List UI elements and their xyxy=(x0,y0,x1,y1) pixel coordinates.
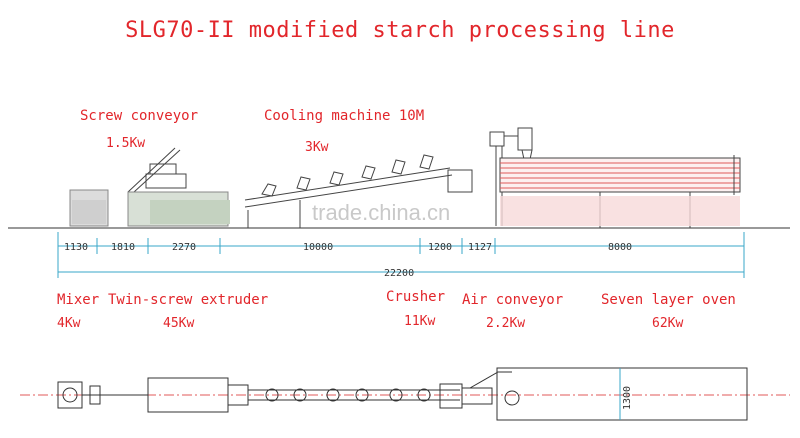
dim-segment-4: 10000 xyxy=(303,242,333,253)
twin-screw-extruder-power: 45Kw xyxy=(163,316,195,331)
mixer-side-view xyxy=(69,189,109,227)
seven-layer-oven-power: 62Kw xyxy=(652,316,684,331)
dim-segment-3: 2270 xyxy=(172,242,196,253)
crusher-power: 11Kw xyxy=(404,314,436,329)
twin-screw-extruder-label: Twin-screw extruder xyxy=(108,292,269,308)
crusher-label: Crusher xyxy=(386,289,446,305)
cooling-machine-side-view xyxy=(244,154,473,228)
cooling-hopper-3 xyxy=(326,388,340,402)
twin-screw-extruder-side-view xyxy=(127,191,230,227)
mixer-power: 4Kw xyxy=(57,316,81,331)
plan-view xyxy=(57,367,748,421)
screw-conveyor-power: 1.5Kw xyxy=(106,136,146,151)
oven-plan xyxy=(496,367,748,421)
crusher-plan xyxy=(439,383,463,409)
screw-conveyor-label: Screw conveyor xyxy=(80,108,199,124)
dim-segment-2: 1810 xyxy=(111,242,135,253)
cooling-hopper-5 xyxy=(389,388,403,402)
cooling-machine-label: Cooling machine 10M xyxy=(264,108,425,124)
dim-segment-5: 1200 xyxy=(428,242,452,253)
cooling-machine-power: 3Kw xyxy=(305,140,329,155)
cooling-hopper-4 xyxy=(355,388,369,402)
dim-total: 22200 xyxy=(384,268,414,279)
seven-layer-oven-side-view xyxy=(499,155,741,228)
air-conveyor-label: Air conveyor xyxy=(462,292,564,308)
air-conveyor-plan xyxy=(461,387,493,405)
seven-layer-oven-label: Seven layer oven xyxy=(601,292,736,308)
dim-segment-1: 1130 xyxy=(64,242,88,253)
dim-segment-7: 8000 xyxy=(608,242,632,253)
screw-conveyor-side-view xyxy=(127,147,187,193)
diagram-title: SLG70-II modified starch processing line xyxy=(125,18,675,43)
cooling-hopper-6 xyxy=(417,388,431,402)
mixer-label: Mixer xyxy=(57,292,100,308)
dimension-lines xyxy=(57,232,745,278)
dim-segment-6: 1127 xyxy=(468,242,492,253)
dim-oven-width: 1300 xyxy=(622,386,633,410)
watermark: trade.china.cn xyxy=(312,200,450,225)
cooling-hopper-2 xyxy=(293,388,307,402)
cooling-hopper-1 xyxy=(265,388,279,402)
air-conveyor-power: 2.2Kw xyxy=(486,316,526,331)
